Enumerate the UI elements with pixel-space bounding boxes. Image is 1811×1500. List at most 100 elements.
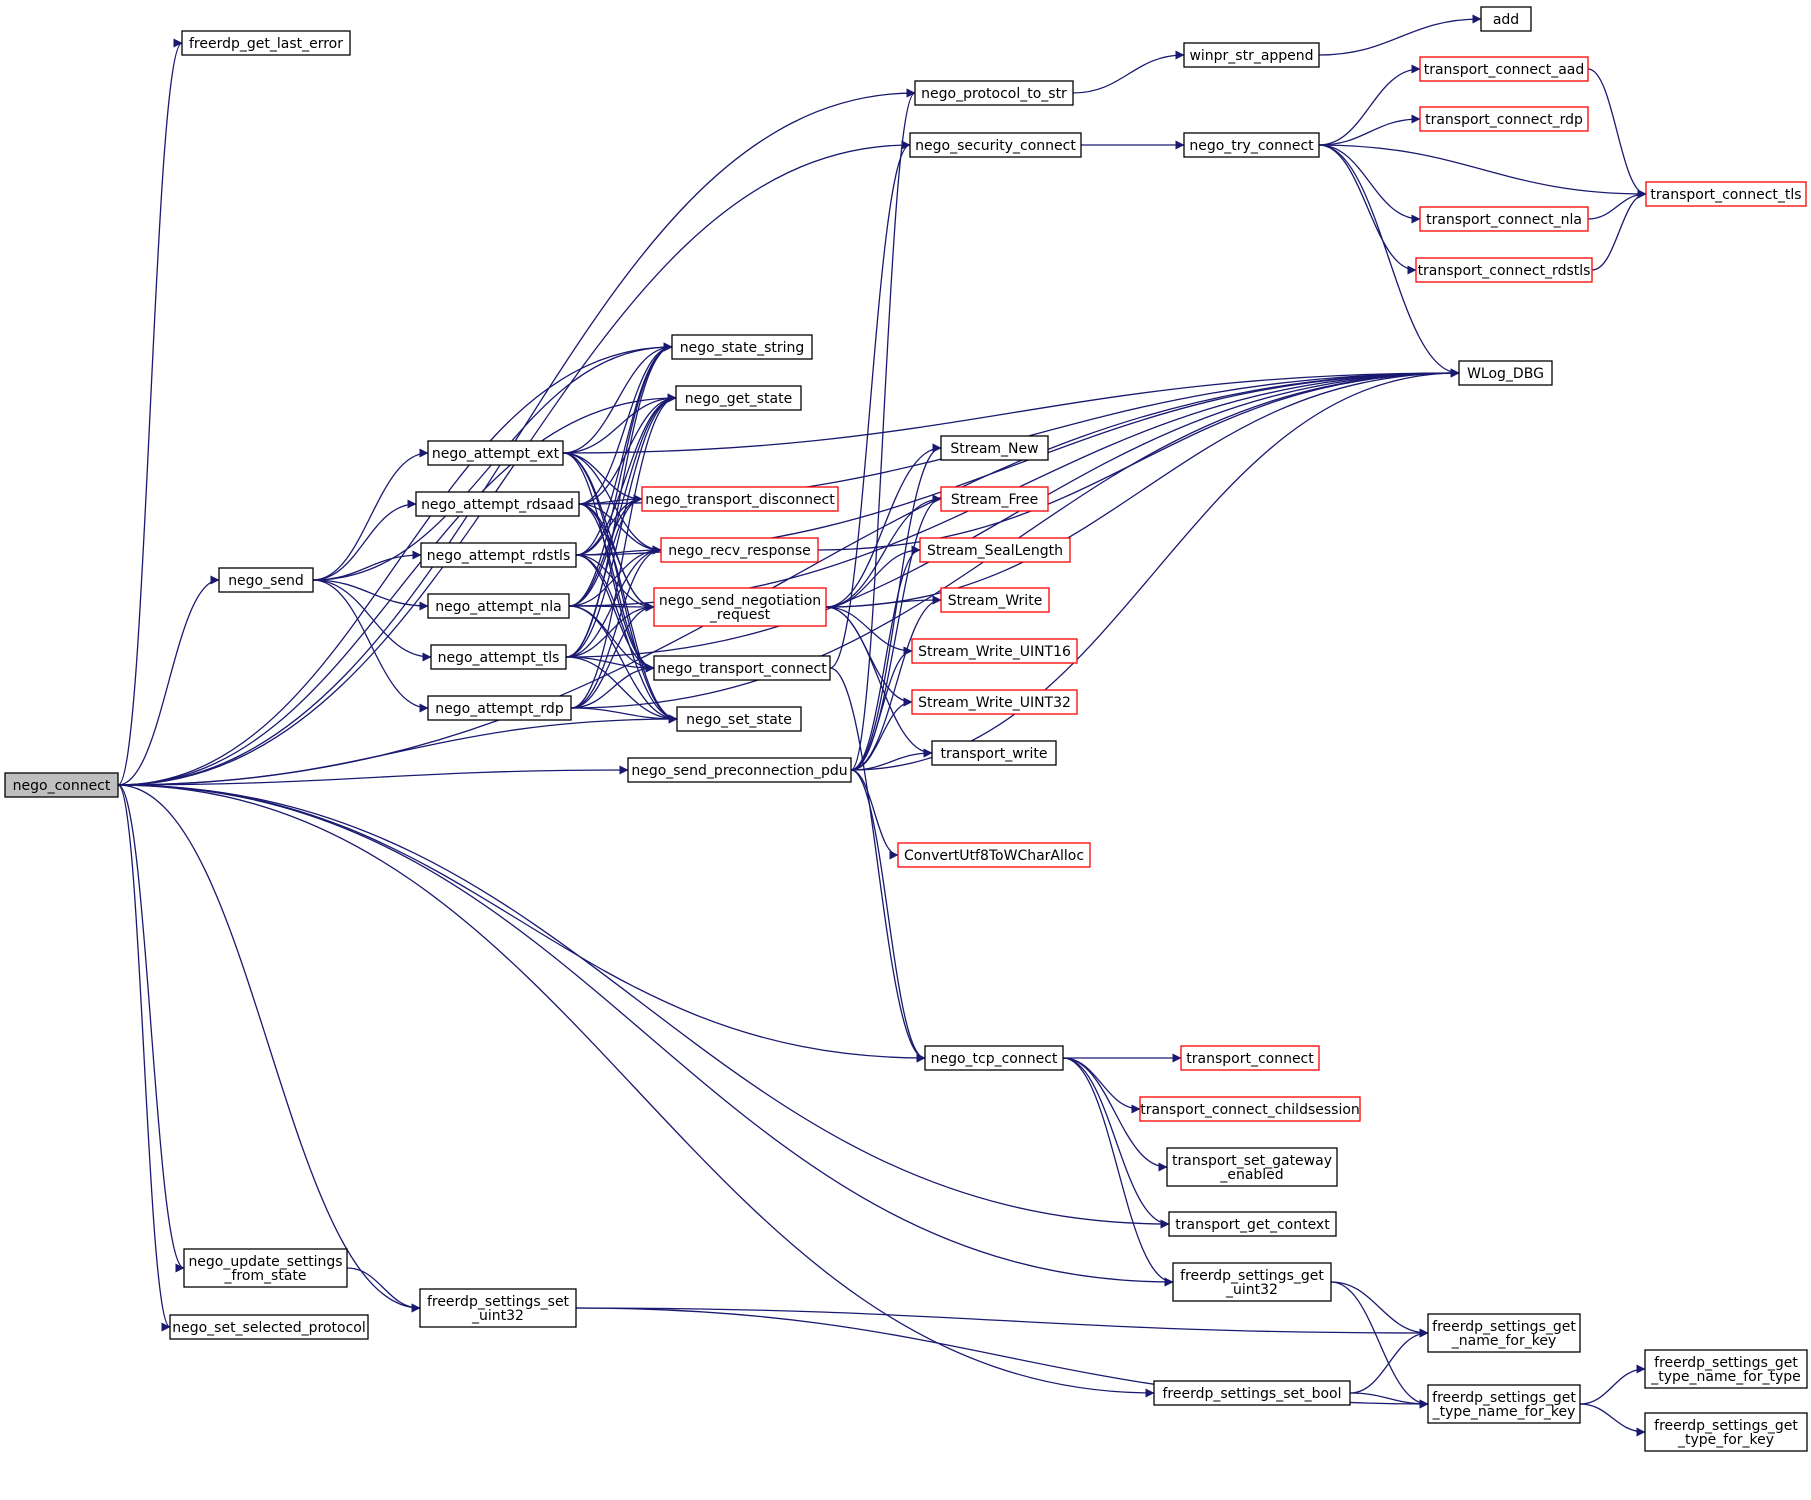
- node-nego-send-preconnection-pdu[interactable]: nego_send_preconnection_pdu: [627, 757, 852, 783]
- node-stream-free[interactable]: Stream_Free: [940, 486, 1049, 512]
- node-box-nego-attempt-tls[interactable]: [430, 644, 567, 670]
- node-nego-attempt-ext[interactable]: nego_attempt_ext: [427, 440, 564, 466]
- node-box-nego-transport-connect[interactable]: [653, 655, 831, 681]
- node-box-stream-write-uint32[interactable]: [911, 689, 1078, 715]
- node-box-stream-seallength[interactable]: [919, 537, 1071, 563]
- node-wlog-dbg[interactable]: WLog_DBG: [1458, 360, 1553, 386]
- node-box-transport-connect-childsession[interactable]: [1139, 1096, 1361, 1122]
- node-nego-attempt-nla[interactable]: nego_attempt_nla: [427, 593, 570, 619]
- node-box-nego-tcp-connect[interactable]: [924, 1045, 1064, 1071]
- node-box-nego-attempt-nla[interactable]: [427, 593, 570, 619]
- node-transport-connect[interactable]: transport_connect: [1180, 1045, 1320, 1071]
- node-freerdp-settings-set-uint32[interactable]: freerdp_settings_set_uint32: [419, 1288, 577, 1328]
- node-nego-connect[interactable]: nego_connect: [4, 772, 119, 798]
- node-transport-connect-nla[interactable]: transport_connect_nla: [1419, 206, 1589, 232]
- node-box-stream-new[interactable]: [940, 435, 1049, 461]
- node-box-nego-send-negotiation-request[interactable]: [653, 587, 827, 627]
- node-add[interactable]: add: [1480, 6, 1532, 32]
- node-box-nego-set-selected-protocol[interactable]: [169, 1314, 369, 1340]
- node-box-transport-connect-rdp[interactable]: [1419, 106, 1589, 132]
- node-box-nego-state-string[interactable]: [671, 334, 813, 360]
- node-box-freerdp-settings-set-uint32[interactable]: [419, 1288, 577, 1328]
- node-box-nego-update-settings-from-state[interactable]: [183, 1248, 348, 1288]
- node-nego-state-string[interactable]: nego_state_string: [671, 334, 813, 360]
- node-nego-attempt-rdp[interactable]: nego_attempt_rdp: [427, 695, 572, 721]
- node-box-transport-get-context[interactable]: [1168, 1211, 1337, 1237]
- node-box-transport-set-gateway-enabled[interactable]: [1166, 1147, 1338, 1187]
- node-freerdp-settings-set-bool[interactable]: freerdp_settings_set_bool: [1153, 1380, 1351, 1406]
- node-box-stream-free[interactable]: [940, 486, 1049, 512]
- node-freerdp-settings-get-type-name-for-type[interactable]: freerdp_settings_get_type_name_for_type: [1644, 1349, 1808, 1389]
- node-box-freerdp-settings-set-bool[interactable]: [1153, 1380, 1351, 1406]
- node-nego-tcp-connect[interactable]: nego_tcp_connect: [924, 1045, 1064, 1071]
- node-nego-attempt-rdstls[interactable]: nego_attempt_rdstls: [420, 542, 577, 568]
- node-box-freerdp-settings-get-uint32[interactable]: [1172, 1262, 1332, 1302]
- node-stream-new[interactable]: Stream_New: [940, 435, 1049, 461]
- node-stream-seallength[interactable]: Stream_SealLength: [919, 537, 1071, 563]
- node-transport-get-context[interactable]: transport_get_context: [1168, 1211, 1337, 1237]
- node-transport-connect-rdstls[interactable]: transport_connect_rdstls: [1415, 257, 1593, 283]
- node-box-nego-send[interactable]: [218, 567, 314, 593]
- node-nego-attempt-rdsaad[interactable]: nego_attempt_rdsaad: [415, 491, 580, 517]
- node-nego-set-selected-protocol[interactable]: nego_set_selected_protocol: [169, 1314, 369, 1340]
- node-box-nego-set-state[interactable]: [676, 706, 802, 732]
- node-box-nego-attempt-rdp[interactable]: [427, 695, 572, 721]
- node-box-winpr-str-append[interactable]: [1183, 42, 1320, 68]
- node-nego-send-negotiation-request[interactable]: nego_send_negotiation_request: [653, 587, 827, 627]
- node-box-transport-connect-nla[interactable]: [1419, 206, 1589, 232]
- node-box-transport-write[interactable]: [931, 740, 1057, 766]
- node-box-add[interactable]: [1480, 6, 1532, 32]
- node-box-transport-connect-tls[interactable]: [1645, 181, 1807, 207]
- node-transport-connect-rdp[interactable]: transport_connect_rdp: [1419, 106, 1589, 132]
- node-transport-write[interactable]: transport_write: [931, 740, 1057, 766]
- node-transport-connect-childsession[interactable]: transport_connect_childsession: [1139, 1096, 1361, 1122]
- node-transport-set-gateway-enabled[interactable]: transport_set_gateway_enabled: [1166, 1147, 1338, 1187]
- node-box-nego-protocol-to-str[interactable]: [914, 80, 1074, 106]
- node-box-nego-recv-response[interactable]: [660, 537, 819, 563]
- node-nego-attempt-tls[interactable]: nego_attempt_tls: [430, 644, 567, 670]
- node-box-freerdp-settings-get-name-for-key[interactable]: [1427, 1313, 1581, 1353]
- node-box-freerdp-get-last-error[interactable]: [181, 30, 351, 56]
- node-stream-write[interactable]: Stream_Write: [940, 587, 1050, 613]
- node-box-transport-connect-aad[interactable]: [1419, 56, 1589, 82]
- node-freerdp-settings-get-name-for-key[interactable]: freerdp_settings_get_name_for_key: [1427, 1313, 1581, 1353]
- node-convertutf8towcharalloc[interactable]: ConvertUtf8ToWCharAlloc: [897, 842, 1091, 868]
- node-box-nego-attempt-rdsaad[interactable]: [415, 491, 580, 517]
- node-nego-send[interactable]: nego_send: [218, 567, 314, 593]
- node-nego-try-connect[interactable]: nego_try_connect: [1183, 132, 1320, 158]
- node-nego-update-settings-from-state[interactable]: nego_update_settings_from_state: [183, 1248, 348, 1288]
- node-transport-connect-tls[interactable]: transport_connect_tls: [1645, 181, 1807, 207]
- node-nego-set-state[interactable]: nego_set_state: [676, 706, 802, 732]
- node-freerdp-settings-get-type-name-for-key[interactable]: freerdp_settings_get_type_name_for_key: [1427, 1384, 1581, 1424]
- node-stream-write-uint16[interactable]: Stream_Write_UINT16: [911, 638, 1078, 664]
- node-nego-recv-response[interactable]: nego_recv_response: [660, 537, 819, 563]
- node-box-transport-connect[interactable]: [1180, 1045, 1320, 1071]
- node-box-nego-transport-disconnect[interactable]: [641, 486, 839, 512]
- node-box-nego-get-state[interactable]: [675, 385, 802, 411]
- node-box-convertutf8towcharalloc[interactable]: [897, 842, 1091, 868]
- node-freerdp-settings-get-uint32[interactable]: freerdp_settings_get_uint32: [1172, 1262, 1332, 1302]
- node-nego-transport-connect[interactable]: nego_transport_connect: [653, 655, 831, 681]
- node-winpr-str-append[interactable]: winpr_str_append: [1183, 42, 1320, 68]
- node-box-stream-write-uint16[interactable]: [911, 638, 1078, 664]
- node-freerdp-get-last-error[interactable]: freerdp_get_last_error: [181, 30, 351, 56]
- node-transport-connect-aad[interactable]: transport_connect_aad: [1419, 56, 1589, 82]
- node-box-nego-security-connect[interactable]: [909, 132, 1082, 158]
- node-box-nego-attempt-rdstls[interactable]: [420, 542, 577, 568]
- node-nego-security-connect[interactable]: nego_security_connect: [909, 132, 1082, 158]
- node-box-stream-write[interactable]: [940, 587, 1050, 613]
- node-box-wlog-dbg[interactable]: [1458, 360, 1553, 386]
- node-box-freerdp-settings-get-type-for-key[interactable]: [1644, 1412, 1808, 1452]
- node-box-nego-send-preconnection-pdu[interactable]: [627, 757, 852, 783]
- node-box-nego-connect[interactable]: [4, 772, 119, 798]
- node-nego-get-state[interactable]: nego_get_state: [675, 385, 802, 411]
- node-nego-protocol-to-str[interactable]: nego_protocol_to_str: [914, 80, 1074, 106]
- node-box-freerdp-settings-get-type-name-for-key[interactable]: [1427, 1384, 1581, 1424]
- node-box-freerdp-settings-get-type-name-for-type[interactable]: [1644, 1349, 1808, 1389]
- node-freerdp-settings-get-type-for-key[interactable]: freerdp_settings_get_type_for_key: [1644, 1412, 1808, 1452]
- node-box-nego-attempt-ext[interactable]: [427, 440, 564, 466]
- node-nego-transport-disconnect[interactable]: nego_transport_disconnect: [641, 486, 839, 512]
- node-stream-write-uint32[interactable]: Stream_Write_UINT32: [911, 689, 1078, 715]
- node-box-nego-try-connect[interactable]: [1183, 132, 1320, 158]
- node-box-transport-connect-rdstls[interactable]: [1415, 257, 1593, 283]
